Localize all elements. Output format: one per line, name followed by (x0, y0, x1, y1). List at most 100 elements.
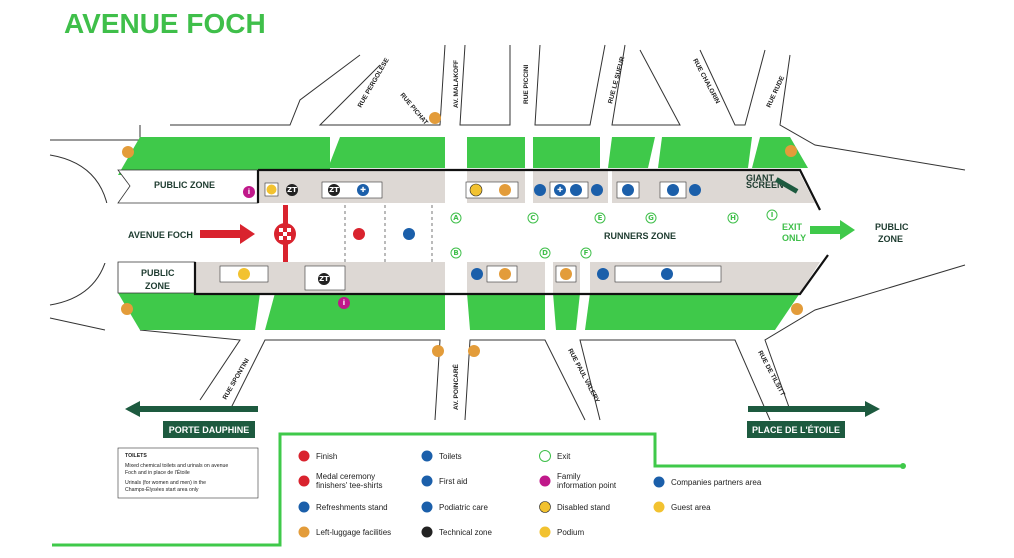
legend-exit-label: Exit (557, 452, 571, 461)
legend-first-aid-label: First aid (439, 477, 467, 486)
legend-guest-icon (653, 501, 665, 513)
runners-zone-label: RUNNERS ZONE (604, 231, 676, 241)
toilets-icon (534, 184, 546, 196)
legend-family-label: Family (557, 472, 581, 481)
guest-area-icon (238, 268, 250, 280)
place-etoile-arrow (748, 401, 880, 417)
porte-dauphine-arrow (125, 401, 258, 417)
giant-screen-label-1: GIANT (746, 173, 775, 183)
legend-toilets-icon (421, 450, 433, 462)
legend-podiatric-label: Podiatric care (439, 503, 488, 512)
exit-g-marker: G (645, 212, 657, 224)
technical-zone-glyph: ZT (287, 186, 297, 194)
podiatric-icon (570, 184, 582, 196)
legend-family-label-2: information point (557, 481, 617, 490)
exit-h-label: H (730, 214, 736, 222)
green-zones-top (118, 137, 808, 175)
medal-tshirt-icon (353, 228, 365, 240)
exit-markers: A B C D E F G H I (450, 209, 778, 259)
toilets-note-line2: Foch and in place de l'Étoile (125, 469, 190, 476)
exit-d-marker: D (539, 247, 551, 259)
luggage-icon-3 (560, 268, 572, 280)
legend-frame-line (52, 432, 903, 547)
legend-medal-label: Medal ceremony (316, 472, 375, 481)
podium-icon (266, 184, 277, 195)
toilets-icon-3 (689, 184, 701, 196)
toilets-icon-2 (591, 184, 603, 196)
exit-a-marker: A (450, 212, 462, 224)
public-zone-right-label-1: PUBLIC (875, 222, 909, 232)
toilets-icon-4 (471, 268, 483, 280)
legend-partners-label: Companies partners area (671, 478, 762, 487)
exit-only-label-1: EXIT (782, 222, 803, 232)
street-av-malakoff: AV. MALAKOFF (453, 60, 460, 108)
legend-refreshments-label: Refreshments stand (316, 503, 388, 512)
first-aid-icon-2 (554, 184, 566, 196)
partners-icon (622, 184, 634, 196)
technical-zone-glyph-2: ZT (329, 186, 339, 194)
toilets-icon-5 (597, 268, 609, 280)
exit-f-label: F (584, 249, 589, 257)
toilets-note-line1: Mixed chemical toilets and urinals on av… (125, 463, 228, 469)
legend-guest-label: Guest area (671, 503, 711, 512)
legend-family-info-icon (539, 475, 551, 487)
street-av-poincare: AV. POINCARÉ (451, 363, 460, 410)
exit-c-label: C (530, 214, 535, 222)
legend-podium-label: Podium (557, 528, 584, 537)
family-info-glyph: i (248, 188, 250, 196)
legend-luggage-icon (298, 526, 310, 538)
exit-b-marker: B (450, 247, 462, 259)
public-zone-label-bottom-1: PUBLIC (141, 268, 175, 278)
legend-medal-label-2: finishers' tee-shirts (316, 481, 382, 490)
legend-toilets-label: Toilets (439, 452, 462, 461)
exit-f-marker: F (580, 247, 592, 259)
legend-first-aid-icon (421, 475, 433, 487)
legend: Finish Medal ceremony finishers' tee-shi… (298, 450, 762, 538)
place-etoile-label: PLACE DE L'ÉTOILE (752, 425, 840, 435)
public-zone-label-bottom-2: ZONE (145, 281, 170, 291)
giant-screen-label-2: SCREEN (746, 180, 784, 190)
legend-refreshments-icon (298, 501, 310, 513)
runners-zone-boundary-bottom (193, 170, 829, 296)
runners-zone-boundary-top (258, 168, 821, 211)
family-info-glyph-2: i (343, 299, 345, 307)
luggage-icon-2 (499, 268, 511, 280)
legend-medal-icon (298, 475, 310, 487)
toilets-note-line3: Urinals (for women and men) in the (125, 480, 206, 486)
technical-zone-icon-3 (318, 273, 330, 285)
disabled-stand-icon (469, 183, 483, 197)
exit-a-label: A (453, 214, 459, 222)
service-icons: i ZT ZT ✚ ✚ ZT i (219, 181, 722, 309)
exit-e-marker: E (594, 212, 606, 224)
red-direction-arrow (200, 224, 255, 244)
legend-podium-icon (539, 526, 551, 538)
public-zone-right-label-2: ZONE (878, 234, 903, 244)
first-aid-icon (357, 184, 369, 196)
family-info-icon-2 (338, 297, 350, 309)
exit-b-label: B (453, 249, 458, 257)
legend-luggage-label: Left-luggage facilities (316, 528, 391, 537)
exit-g-label: G (648, 214, 654, 222)
exit-i-marker: I (766, 209, 778, 221)
legend-finish-icon (298, 450, 310, 462)
porte-dauphine-box (163, 421, 255, 438)
street-rue-chalgrin: RUE CHALGRIN (691, 58, 721, 106)
avenue-foch-label: AVENUE FOCH (128, 230, 193, 240)
refreshments-icon (403, 228, 415, 240)
technical-zone-icon (286, 184, 298, 196)
legend-frame-end (900, 463, 906, 469)
green-zones-bottom (118, 293, 800, 330)
street-rue-pergolese: RUE PERGOLÈSE (355, 55, 391, 109)
street-rue-pichat: RUE PICHAT (398, 92, 429, 127)
public-zone-label-top-left: PUBLIC ZONE (154, 180, 215, 190)
toilets-note-line4: Champs-Élysées start area only (125, 486, 199, 493)
porte-dauphine-label: PORTE DAUPHINE (169, 425, 250, 435)
technical-zone-icon-2 (328, 184, 340, 196)
exit-only-label-2: ONLY (782, 233, 806, 243)
partners-icon-2 (667, 184, 679, 196)
exit-c-marker: C (527, 212, 539, 224)
exit-arrow-right (810, 220, 855, 240)
family-info-icon (243, 186, 255, 198)
exit-e-label: E (598, 214, 603, 222)
